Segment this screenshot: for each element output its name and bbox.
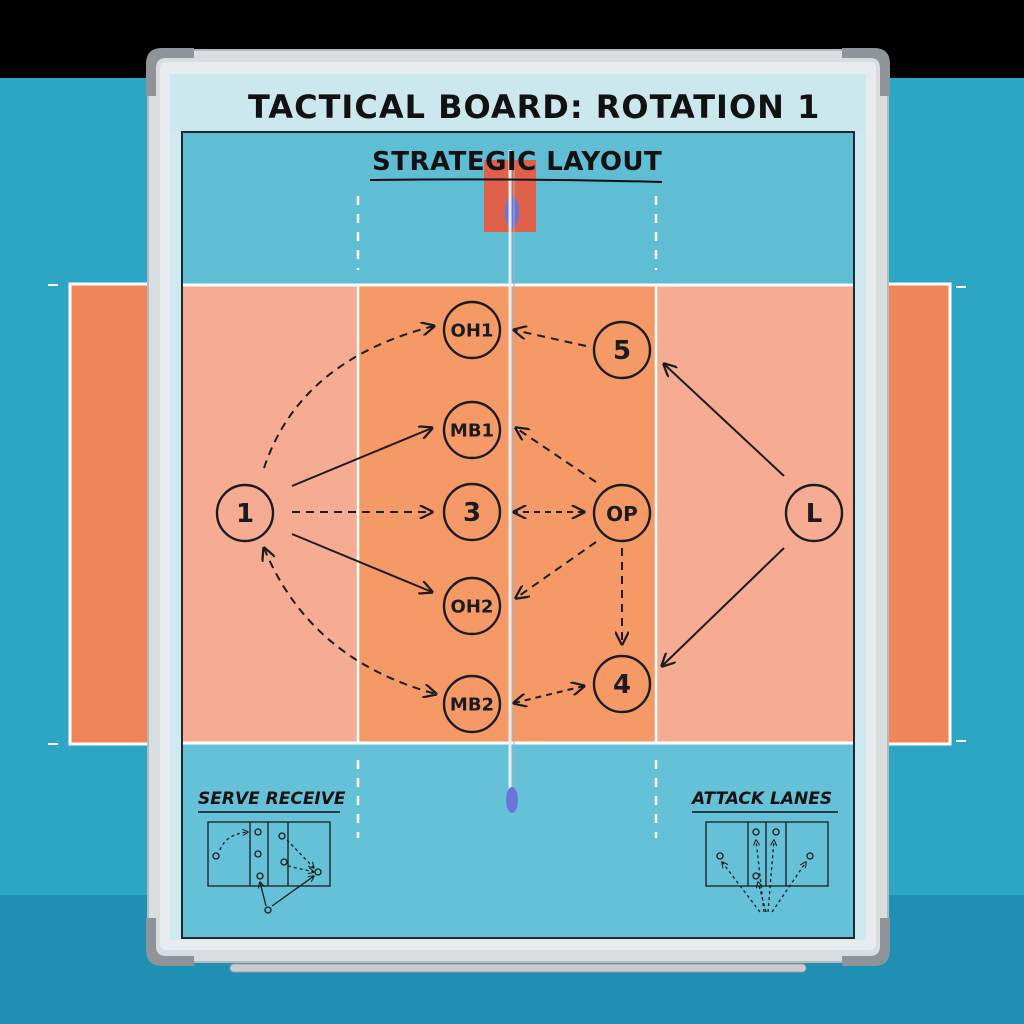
player-label: L (806, 499, 823, 529)
player-label: MB1 (450, 421, 494, 442)
serve-receive-title: SERVE RECEIVE (198, 789, 346, 809)
player-oh2[interactable]: OH2 (442, 576, 502, 636)
player-4[interactable]: 4 (592, 654, 652, 714)
arrow-op-to-mb1 (516, 428, 597, 483)
title-strip (170, 74, 866, 132)
frame-corner (146, 48, 194, 96)
frame-corner (842, 918, 890, 966)
player-label: MB2 (450, 695, 494, 716)
subtitle-underline (369, 178, 663, 183)
player-label: 3 (463, 498, 481, 528)
player-mb2[interactable]: MB2 (442, 674, 502, 734)
board-subtitle: STRATEGIC LAYOUT (372, 147, 662, 177)
player-3[interactable]: 3 (442, 482, 502, 542)
player-label: 4 (613, 670, 631, 700)
frame-corner (842, 48, 890, 96)
player-label: OP (606, 502, 638, 526)
player-mb1[interactable]: MB1 (442, 400, 502, 460)
left-back-zone (183, 285, 358, 743)
serve-receive-diagram (207, 821, 331, 914)
play-arrows (263, 326, 785, 703)
frame-corner (146, 918, 194, 966)
arrow-1-to-mb1 (291, 428, 432, 487)
player-label: OH1 (451, 321, 494, 342)
arrow-op-to-oh2 (516, 541, 597, 598)
arrow-1-to-oh1 (263, 326, 434, 469)
board-title: TACTICAL BOARD: ROTATION 1 (248, 88, 820, 126)
attack-lanes-title: ATTACK LANES (690, 789, 832, 809)
player-label: OH2 (451, 597, 494, 618)
player-label: 1 (236, 499, 254, 529)
player-1[interactable]: 1 (215, 483, 275, 543)
attack-lanes-diagram (705, 821, 829, 913)
player-label: 5 (613, 336, 631, 366)
arrow-l-to-4 (662, 547, 785, 666)
player-libero[interactable]: L (784, 483, 844, 543)
antenna-bottom (506, 787, 518, 813)
antenna-top (505, 196, 519, 228)
player-op[interactable]: OP (592, 483, 652, 543)
arrow-1-to-mb2 (264, 548, 436, 694)
player-oh1[interactable]: OH1 (442, 300, 502, 360)
right-back-zone (656, 285, 853, 743)
marker-tray (229, 963, 807, 973)
player-5[interactable]: 5 (592, 320, 652, 380)
arrow-4-mb2 (514, 686, 584, 703)
arrow-l-to-5 (664, 364, 785, 477)
arrow-5-to-oh1 (514, 330, 587, 347)
bottom-free-zone (183, 743, 853, 937)
